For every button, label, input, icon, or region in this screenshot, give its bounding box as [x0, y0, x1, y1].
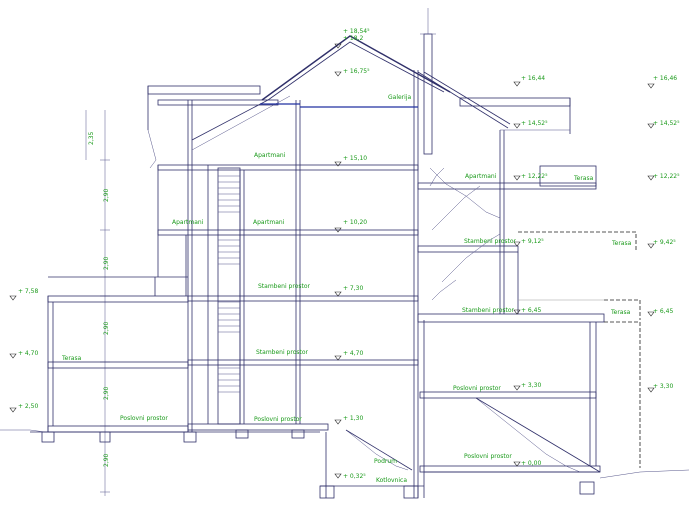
label-kotlovnica: Kotlovnica — [376, 477, 407, 484]
level-r1: + 16,44 — [521, 75, 545, 82]
label-poslovni-1: Poslovni prostor — [453, 385, 501, 392]
level-roof: + 16,75⁵ — [343, 68, 370, 75]
level-l0r: + 0,00 — [521, 460, 541, 467]
dim-3: 2,90 — [103, 256, 110, 270]
dim-2: 2,90 — [103, 188, 110, 202]
level-l2r: + 6,45 — [521, 307, 541, 314]
main-block — [157, 70, 419, 498]
label-stambeni-2: Stambeni prostor — [258, 283, 311, 290]
level-l3-left: + 7,58 — [18, 288, 38, 295]
level-l1: + 1,30 — [343, 415, 363, 422]
label-apartmani-mid: Apartmani — [253, 219, 285, 226]
label-stambeni-1: Stambeni prostor — [464, 238, 517, 245]
label-poslovni-2: Poslovni prostor — [120, 415, 168, 422]
label-poslovni-4: Poslovni prostor — [464, 453, 512, 460]
level-l1r-far: + 3,30 — [653, 383, 673, 390]
label-stambeni-3: Stambeni prostor — [462, 307, 515, 314]
level-ridge-b: + 18,2 — [343, 35, 363, 42]
level-markers — [9, 43, 655, 479]
dim-6: 2,90 — [103, 453, 110, 467]
dim-1: 2,35 — [88, 131, 95, 145]
level-base: + 0,32⁵ — [343, 473, 366, 480]
label-podrum: Podrum — [374, 458, 397, 465]
label-galerija: Galerija — [388, 94, 411, 101]
level-r2: + 14,52⁵ — [521, 120, 548, 127]
roof — [147, 8, 571, 169]
level-l4r-far: + 12,22⁵ — [653, 173, 680, 180]
level-l2: + 4,70 — [343, 350, 363, 357]
label-poslovni-3: Poslovni prostor — [254, 416, 302, 423]
level-l2-left: + 4,70 — [18, 350, 38, 357]
level-l4r: + 12,22⁵ — [521, 173, 548, 180]
level-l5: + 15,10 — [343, 155, 367, 162]
label-terasa-2: Terasa — [611, 240, 632, 247]
label-apartmani-top: Apartmani — [254, 152, 286, 159]
level-l3r: + 9,12⁵ — [521, 238, 544, 245]
level-l2r-far: + 6,45 — [653, 308, 673, 315]
room-labels: Galerija Apartmani Apartmani Apartmani A… — [61, 94, 632, 484]
label-stambeni-4: Stambeni prostor — [256, 349, 309, 356]
label-apartmani-left: Apartmani — [172, 219, 204, 226]
level-r2-far: + 14,52⁵ — [653, 120, 680, 127]
label-apartmani-right: Apartmani — [465, 173, 497, 180]
level-l3r-far: + 9,42⁵ — [653, 239, 676, 246]
level-l4: + 10,20 — [343, 219, 367, 226]
level-texts: + 18,54⁵ + 18,2 + 16,75⁵ + 16,44 + 16,46… — [18, 28, 680, 480]
level-r1-far: + 16,46 — [653, 75, 677, 82]
basement — [319, 429, 424, 499]
dim-4: 2,90 — [103, 321, 110, 335]
label-terasa-1: Terasa — [573, 175, 594, 182]
level-l1r: + 3,30 — [521, 382, 541, 389]
dim-5: 2,90 — [103, 386, 110, 400]
label-terasa-left: Terasa — [61, 355, 82, 362]
dimension-chain: 2,35 2,90 2,90 2,90 2,90 2,90 — [85, 110, 110, 496]
level-ridge-a: + 18,54⁵ — [343, 28, 370, 35]
level-l3: + 7,30 — [343, 285, 363, 292]
label-terasa-3: Terasa — [610, 309, 631, 316]
main-stair — [207, 165, 241, 425]
right-block — [417, 129, 641, 498]
level-l1-left: + 2,50 — [18, 403, 38, 410]
